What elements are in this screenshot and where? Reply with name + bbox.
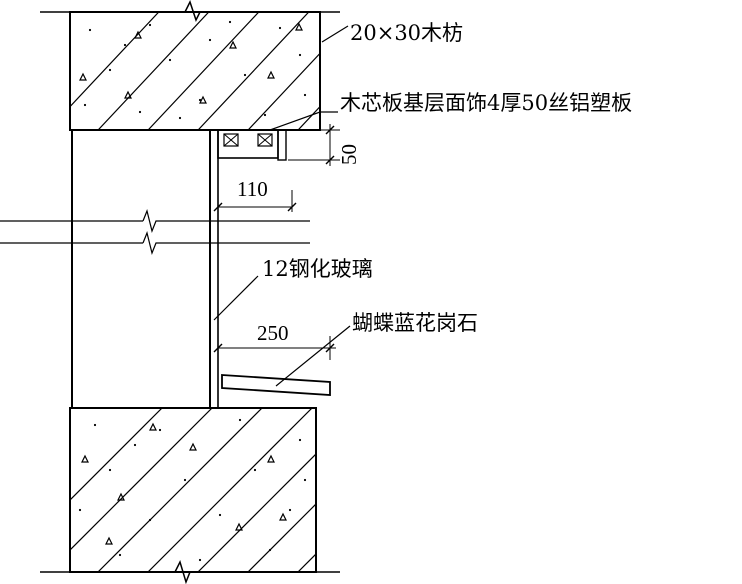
glass-leader (213, 275, 259, 321)
dimension-110-label: 110 (237, 177, 268, 201)
middle-break-lines (0, 209, 310, 255)
dimension-50: 50 (288, 124, 361, 166)
label-stone: 蝴蝶蓝花岗石 (352, 311, 478, 335)
dimension-110: 110 (213, 177, 297, 212)
dimension-250-label: 250 (257, 321, 289, 345)
label-board: 木芯板基层面饰4厚50丝铝塑板 (340, 91, 632, 115)
dimension-50-label: 50 (337, 144, 361, 165)
label-glass: 12钢化玻璃 (262, 257, 373, 281)
head-wood-blocking (217, 129, 287, 161)
opening-jamb-lines (71, 130, 219, 408)
wood-strip-leader (321, 25, 349, 43)
label-wood-strip: 20×30木枋 (350, 21, 463, 45)
upper-concrete-wall (40, 0, 340, 131)
stone-leader (275, 325, 351, 387)
granite-sill (221, 374, 331, 396)
lower-concrete-wall (40, 407, 340, 584)
board-leader (269, 111, 338, 131)
dimension-250: 250 (213, 321, 336, 360)
